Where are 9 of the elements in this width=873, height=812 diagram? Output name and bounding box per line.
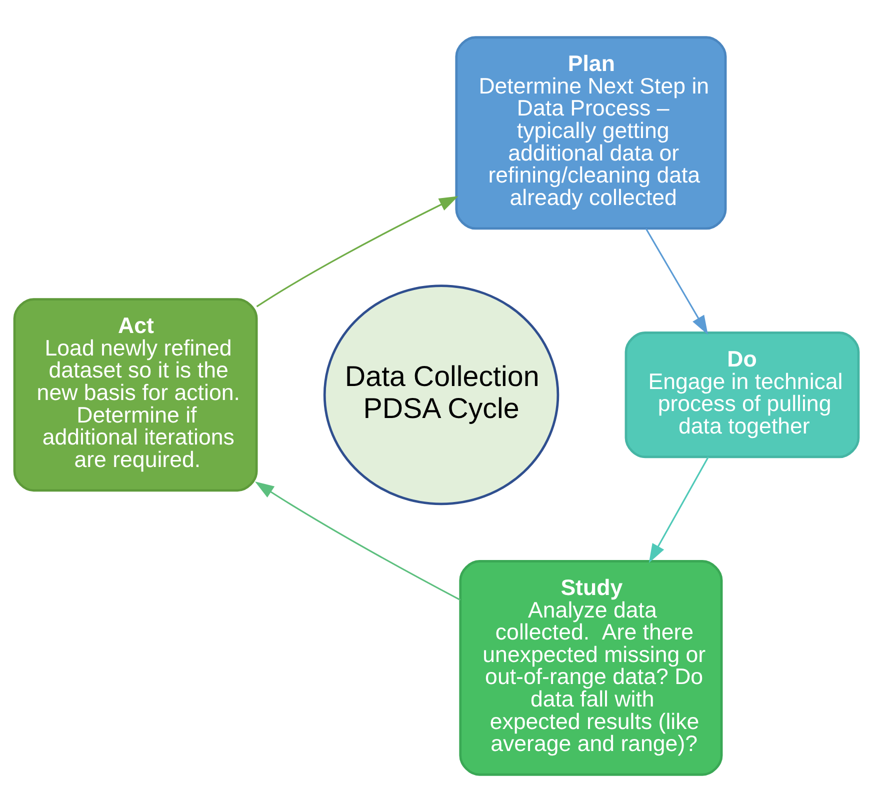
node-box: Act Load newly refined dataset so it is the new basis for action. Determine if additional iterations are required. — [13, 298, 258, 492]
arrow — [256, 196, 458, 308]
node-box: Study Analyze data collected. Are there unexpected missing or out-of-range data? Do data fall with expected results (like average and range)? — [459, 560, 723, 776]
node-box: Plan Determine Next Step in Data Process – typically getting additional data or refining/cleaning data already collected — [455, 36, 727, 230]
arrow — [648, 456, 709, 563]
node-circle: Data Collection PDSA Cycle — [323, 284, 560, 506]
arrow — [645, 228, 708, 335]
arrow — [254, 482, 461, 601]
node-box: Do Engage in technical process of pulling data together — [624, 332, 860, 458]
